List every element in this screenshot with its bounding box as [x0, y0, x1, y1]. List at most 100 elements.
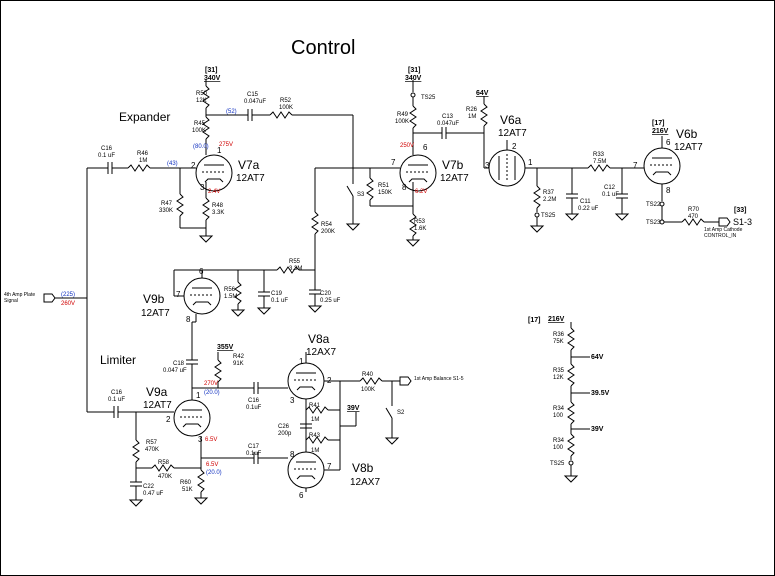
v7a-pin1-signal: (80.0) [193, 144, 209, 150]
tube-v8a-type: 12AX7 [306, 347, 336, 358]
r34-value: 100 [553, 445, 564, 451]
ts25-label: TS25 [421, 95, 436, 101]
tube-v7b-type: 12AT7 [440, 173, 469, 184]
node-17: [17] [528, 317, 540, 324]
c26-value: 200p [278, 431, 292, 437]
tube-v8b-name: V8b [352, 461, 374, 475]
tube-v9b-pin: 8 [186, 315, 191, 324]
tap-39v: 39V [591, 426, 604, 433]
tube-v6b-name: V6b [676, 127, 698, 141]
v7b-cathode-voltage: 6.2V [415, 189, 427, 195]
tube-v7b-name: V7b [442, 158, 464, 172]
c17-value: 0.1uF [246, 451, 262, 457]
section-expander-label: Expander [119, 110, 170, 124]
tube-v8a-pin: 1 [299, 357, 304, 366]
ts25-label: TS25 [550, 461, 565, 467]
ts22-label: TS22 [646, 202, 661, 208]
r51-value: 150K [378, 190, 392, 196]
tube-v9a-name: V9a [146, 385, 168, 399]
r41-value: 1M [311, 417, 319, 423]
tube-v6a-type: 12AT7 [498, 128, 527, 139]
c16-value: 0.1 uF [98, 153, 115, 159]
supply-216v: 216V [652, 128, 669, 135]
c11-value: 0.22 uF [578, 206, 599, 212]
r42-ref: R42 [233, 354, 245, 360]
v9a-grid-voltage: 6.5V [206, 462, 218, 468]
r40-value: 100K [361, 387, 375, 393]
tube-v7b-pin: 8 [402, 183, 407, 192]
node-17: [17] [652, 120, 664, 127]
r57-value: 470K [145, 447, 159, 453]
tube-v7a-pin: 2 [191, 161, 196, 170]
tube-v8a-name: V8a [308, 332, 330, 346]
tube-v8b-pin: 7 [327, 462, 332, 471]
r48-value: 3.3K [212, 210, 224, 216]
supply-340v: 340V [204, 75, 221, 82]
r33-value: 7.5M [593, 159, 606, 165]
v9a-grid-signal: (20.0) [206, 470, 222, 476]
c15-ref: C15 [247, 92, 259, 98]
tube-v7a-name: V7a [238, 158, 260, 172]
tube-v6b-pin: 8 [666, 186, 671, 195]
tube-v8b: V8b 12AX7 8 7 6 [287, 450, 380, 500]
r52-ref: R52 [280, 98, 292, 104]
c16-value: 0.1 uF [108, 397, 125, 403]
c17-ref: C17 [248, 444, 260, 450]
output-label: 1st Amp Cathode CONTROL_IN [704, 227, 743, 239]
ts25-label: TS25 [541, 213, 556, 219]
r35-value: 12K [553, 375, 564, 381]
wiring [43, 80, 731, 507]
tube-v6a: V6a 12AT7 3 2 1 [485, 113, 533, 187]
r60-ref: R60 [180, 480, 192, 486]
supply-64v: 64V [476, 90, 489, 97]
v9a-plate-voltage: 270V [204, 381, 218, 387]
r55-ref: R55 [289, 259, 301, 265]
r54-value: 200K [321, 229, 335, 235]
page-title: Control [291, 37, 355, 59]
r46-ref: R46 [137, 151, 149, 157]
v9a-plate-signal: (20.0) [204, 390, 220, 396]
c11-ref: C11 [580, 199, 591, 205]
c12-value: 0.1 uF [602, 192, 619, 198]
component-labels: R50 12K R45 100K C15 0.047uF R52 100K C1… [98, 91, 700, 497]
tube-v8b-pin: 8 [290, 450, 295, 459]
r50-value: 12K [196, 98, 207, 104]
r34-value: 100 [553, 413, 564, 419]
r42-value: 91K [233, 361, 244, 367]
r70-ref: R70 [688, 207, 700, 213]
supply-labels: [31] 340V [31] 340V 64V [17] 216V 355V 3… [204, 67, 669, 433]
r43-ref: R43 [309, 433, 321, 439]
c16-ref: C16 [101, 146, 113, 152]
tube-v9a-pin: 2 [166, 415, 171, 424]
tube-v6b-pin: 6 [666, 138, 671, 147]
r48-ref: R48 [212, 203, 224, 209]
tube-v9b-name: V9b [143, 292, 165, 306]
r45-ref: R45 [194, 121, 206, 127]
output-connector: S1-3 [733, 217, 752, 227]
r54-ref: R54 [321, 222, 333, 228]
tube-v7b: V7b 12AT7 7 6 8 [391, 143, 469, 192]
c20-value: 0.25 uF [320, 298, 341, 304]
supply-340v: 340V [405, 75, 422, 82]
tube-v9b-pin: 7 [176, 290, 181, 299]
supply-216v: 216V [548, 316, 565, 323]
r34-ref: R34 [553, 406, 565, 412]
r45-value: 100K [192, 128, 206, 134]
s2-label: S2 [397, 410, 405, 416]
tube-v9a: V9a 12AT7 2 1 3 [143, 385, 211, 444]
r51-ref: R51 [378, 183, 390, 189]
tube-v6a-name: V6a [500, 113, 522, 127]
r47-ref: R47 [161, 201, 173, 207]
tube-v8a: V8a 12AX7 1 2 3 [287, 332, 336, 405]
input-dc-voltage: 260V [61, 301, 75, 307]
connector-labels: 4th Amp Plate Signal [33] S1-3 1st Amp C… [4, 95, 752, 467]
tap-64v: 64V [591, 354, 604, 361]
ts23-label: TS23 [646, 220, 661, 226]
v9a-cathode-voltage: 6.5V [205, 437, 217, 443]
c15-value: 0.047uF [244, 99, 266, 105]
r35-ref: R35 [553, 368, 565, 374]
tube-v9a-type: 12AT7 [143, 400, 172, 411]
tube-v6b-type: 12AT7 [674, 142, 703, 153]
